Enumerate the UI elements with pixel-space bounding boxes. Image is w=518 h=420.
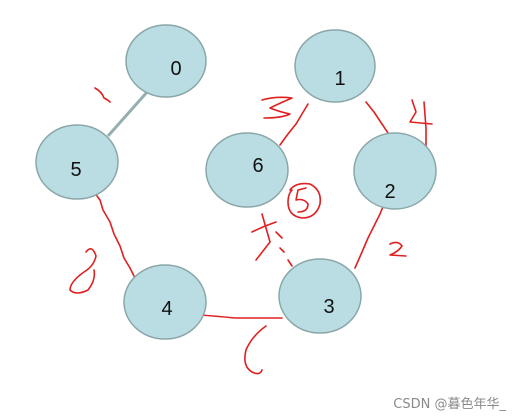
node-circle — [205, 132, 289, 208]
node-6: 6 — [205, 132, 289, 208]
node-label: 6 — [252, 155, 263, 177]
node-circle — [294, 29, 376, 103]
node-0: 0 — [125, 24, 207, 98]
node-3: 3 — [278, 258, 362, 334]
node-label: 0 — [170, 58, 181, 80]
node-5: 5 — [35, 124, 119, 200]
node-circle — [123, 264, 207, 340]
node-label: 5 — [70, 159, 81, 181]
node-circle — [125, 24, 207, 98]
node-2: 2 — [353, 132, 437, 210]
watermark: CSDN @暮色年华_ — [393, 397, 506, 412]
edge-0-5 — [106, 90, 150, 137]
handwritten-annotations — [69, 87, 433, 375]
node-label: 1 — [334, 68, 345, 90]
node-label: 2 — [384, 181, 395, 203]
node-circle — [35, 124, 119, 200]
node-label: 4 — [161, 298, 172, 320]
node-circle — [278, 258, 362, 334]
node-label: 3 — [323, 296, 334, 318]
node-1: 1 — [294, 29, 376, 103]
node-circle — [353, 132, 437, 210]
node-4: 4 — [123, 264, 207, 340]
